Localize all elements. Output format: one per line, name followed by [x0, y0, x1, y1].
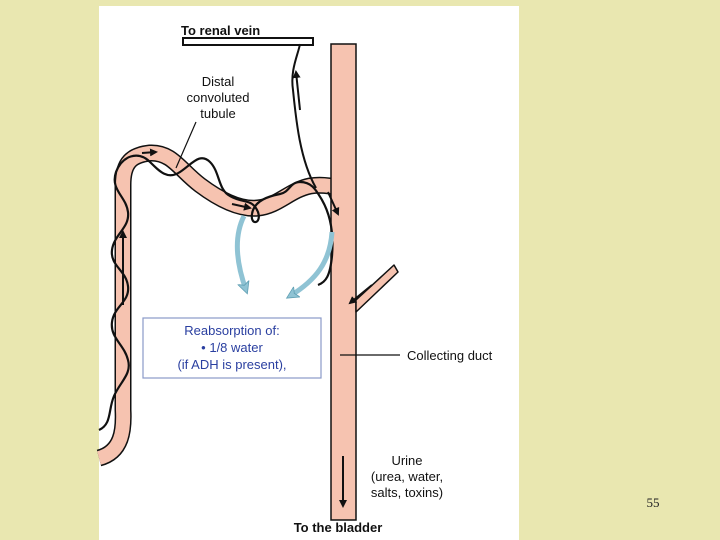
- collecting-duct: [330, 43, 399, 521]
- reabsorption-condition: (if ADH is present),: [177, 357, 286, 372]
- renal-vein: [182, 37, 314, 46]
- reabsorption-arrow-1: [234, 214, 246, 290]
- tubule-pointer-line: [175, 121, 197, 169]
- peritubular-capillary: [98, 43, 334, 431]
- distal-convoluted-tubule: [96, 144, 343, 467]
- renal-vein-label: To renal vein: [181, 23, 260, 38]
- branch-arrow: [348, 284, 373, 305]
- urine-label-line-1: Urine: [391, 453, 422, 468]
- tubule-arrow-3: [327, 191, 340, 216]
- collecting-duct-label: Collecting duct: [407, 348, 493, 363]
- tubule-label-line-3: tubule: [200, 106, 235, 121]
- bladder-label: To the bladder: [294, 520, 383, 535]
- tubule-arrow-2: [231, 202, 252, 211]
- reabsorption-arrows: [234, 214, 335, 296]
- urine-label-line-3: salts, toxins): [371, 485, 443, 500]
- tubule-label-line-1: Distal: [202, 74, 235, 89]
- reabsorption-title: Reabsorption of:: [184, 323, 279, 338]
- reabsorption-item: • 1/8 water: [201, 340, 263, 355]
- flow-arrows: [119, 70, 373, 508]
- reabsorption-arrow-2: [290, 231, 335, 296]
- to-vein-arrow: [292, 70, 301, 111]
- urine-label-line-2: (urea, water,: [371, 469, 443, 484]
- reabsorption-box: [142, 317, 322, 379]
- tubule-arrow-1: [141, 148, 158, 157]
- tubule-label-line-2: convoluted: [187, 90, 250, 105]
- page-number: 55: [646, 495, 660, 510]
- diagram-panel: [99, 6, 519, 540]
